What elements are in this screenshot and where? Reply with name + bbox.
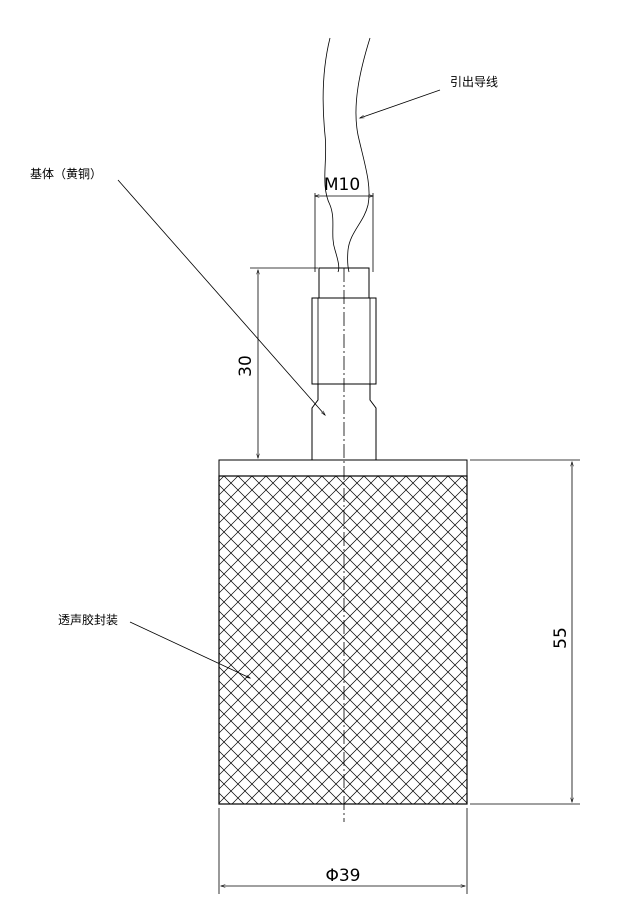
lead-wire-right bbox=[347, 37, 371, 273]
diameter-text: Φ39 bbox=[325, 866, 360, 886]
thread-dimension-text: M10 bbox=[324, 175, 360, 195]
stem-height-text: 30 bbox=[236, 355, 256, 377]
potted-body bbox=[218, 475, 468, 805]
stem-height-dimension: 30 bbox=[236, 267, 318, 460]
base-body bbox=[218, 267, 468, 477]
lead-wire-callout: 引出导线 bbox=[358, 75, 498, 119]
body-height-dimension: 55 bbox=[470, 459, 580, 805]
lead-wire-label: 引出导线 bbox=[450, 75, 498, 89]
lead-wire-group bbox=[322, 37, 371, 273]
base-body-label: 基体（黄铜） bbox=[30, 166, 102, 181]
potting-callout: 透声胶封装 bbox=[58, 612, 252, 679]
potting-hatch bbox=[218, 475, 468, 805]
body-top-plate bbox=[218, 459, 468, 477]
base-body-callout: 基体（黄铜） bbox=[30, 166, 326, 416]
potting-label: 透声胶封装 bbox=[58, 612, 118, 627]
lead-wire-left bbox=[322, 37, 340, 273]
body-height-text: 55 bbox=[551, 627, 571, 649]
diameter-dimension: Φ39 bbox=[218, 808, 468, 894]
thread-dimension: M10 bbox=[313, 175, 375, 272]
